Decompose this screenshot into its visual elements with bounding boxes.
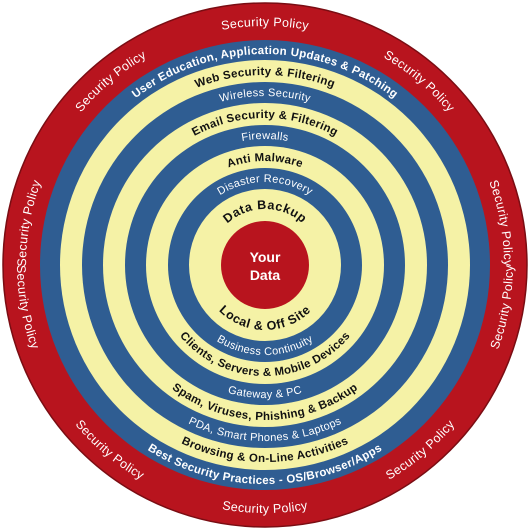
core-your-data: [221, 221, 309, 309]
firewalls-bottom-label: Gateway & PC: [227, 384, 303, 401]
security-policy-label-bottom-1: Security Policy: [221, 498, 309, 516]
core-label-line1: Your: [250, 249, 281, 265]
malware-top-label: Anti Malware: [226, 152, 305, 171]
security-policy-label-top-1: Security Policy: [220, 15, 310, 33]
firewalls-top-label: Firewalls: [241, 130, 290, 144]
core-label-line2: Data: [250, 267, 281, 283]
wireless-top-label: Wireless Security: [218, 87, 312, 105]
